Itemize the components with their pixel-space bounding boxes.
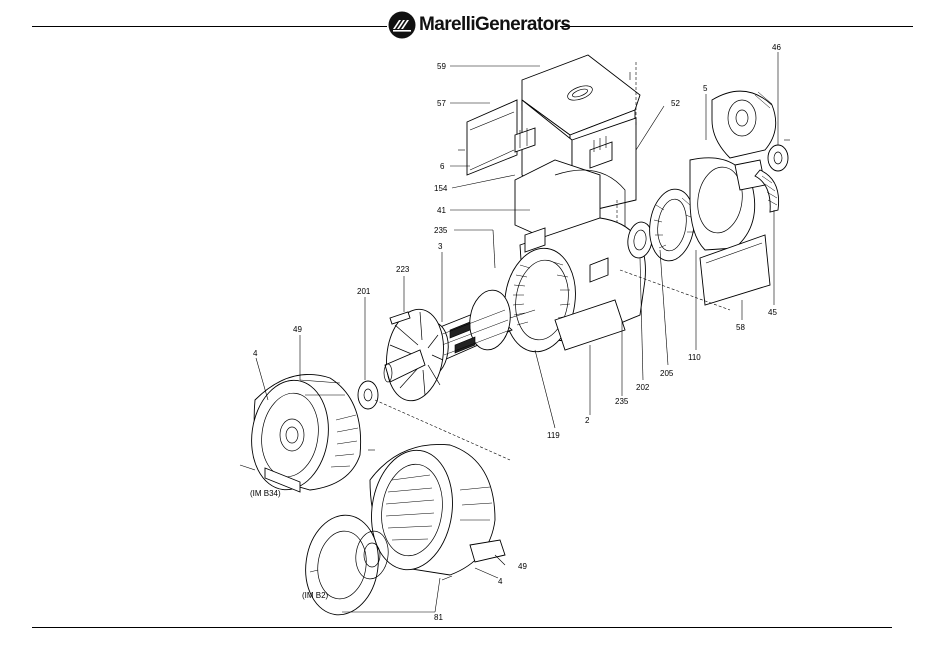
label-im-b2: (IM B2) — [302, 591, 329, 600]
callout-205: 205 — [660, 369, 674, 378]
label-im-b34: (IM B34) — [250, 489, 281, 498]
bearing-201 — [358, 381, 378, 409]
callout-110: 110 — [688, 353, 701, 362]
grille-45 — [755, 170, 779, 212]
callout-119: 119 — [547, 431, 560, 440]
callout-58: 58 — [736, 323, 745, 332]
cover-ring-46 — [768, 140, 790, 171]
callout-41: 41 — [437, 206, 446, 215]
callout-59: 59 — [437, 62, 446, 71]
nde-shield-110 — [690, 158, 765, 250]
callout-57: 57 — [437, 99, 446, 108]
callout-3: 3 — [438, 242, 443, 251]
callout-5: 5 — [703, 84, 708, 93]
callout-2: 2 — [585, 416, 590, 425]
callout-201: 201 — [357, 287, 371, 296]
callout-4-b2: 4 — [498, 577, 503, 586]
de-shield-im-b34 — [240, 374, 375, 494]
callout-223: 223 — [396, 265, 410, 274]
stator-frame — [498, 218, 645, 356]
callout-6: 6 — [440, 162, 445, 171]
callout-235-top: 235 — [434, 226, 448, 235]
callout-154: 154 — [434, 184, 448, 193]
callout-46: 46 — [772, 43, 781, 52]
callout-45: 45 — [768, 308, 777, 317]
callout-52: 52 — [671, 99, 680, 108]
callout-202: 202 — [636, 383, 650, 392]
callout-235-bottom: 235 — [615, 397, 629, 406]
callout-81: 81 — [434, 613, 443, 622]
footer-rule — [32, 627, 892, 628]
callout-4-b34: 4 — [253, 349, 258, 358]
rear-cover-5 — [712, 91, 776, 158]
callout-49-b34: 49 — [293, 325, 302, 334]
callout-49-b2: 49 — [518, 562, 527, 571]
